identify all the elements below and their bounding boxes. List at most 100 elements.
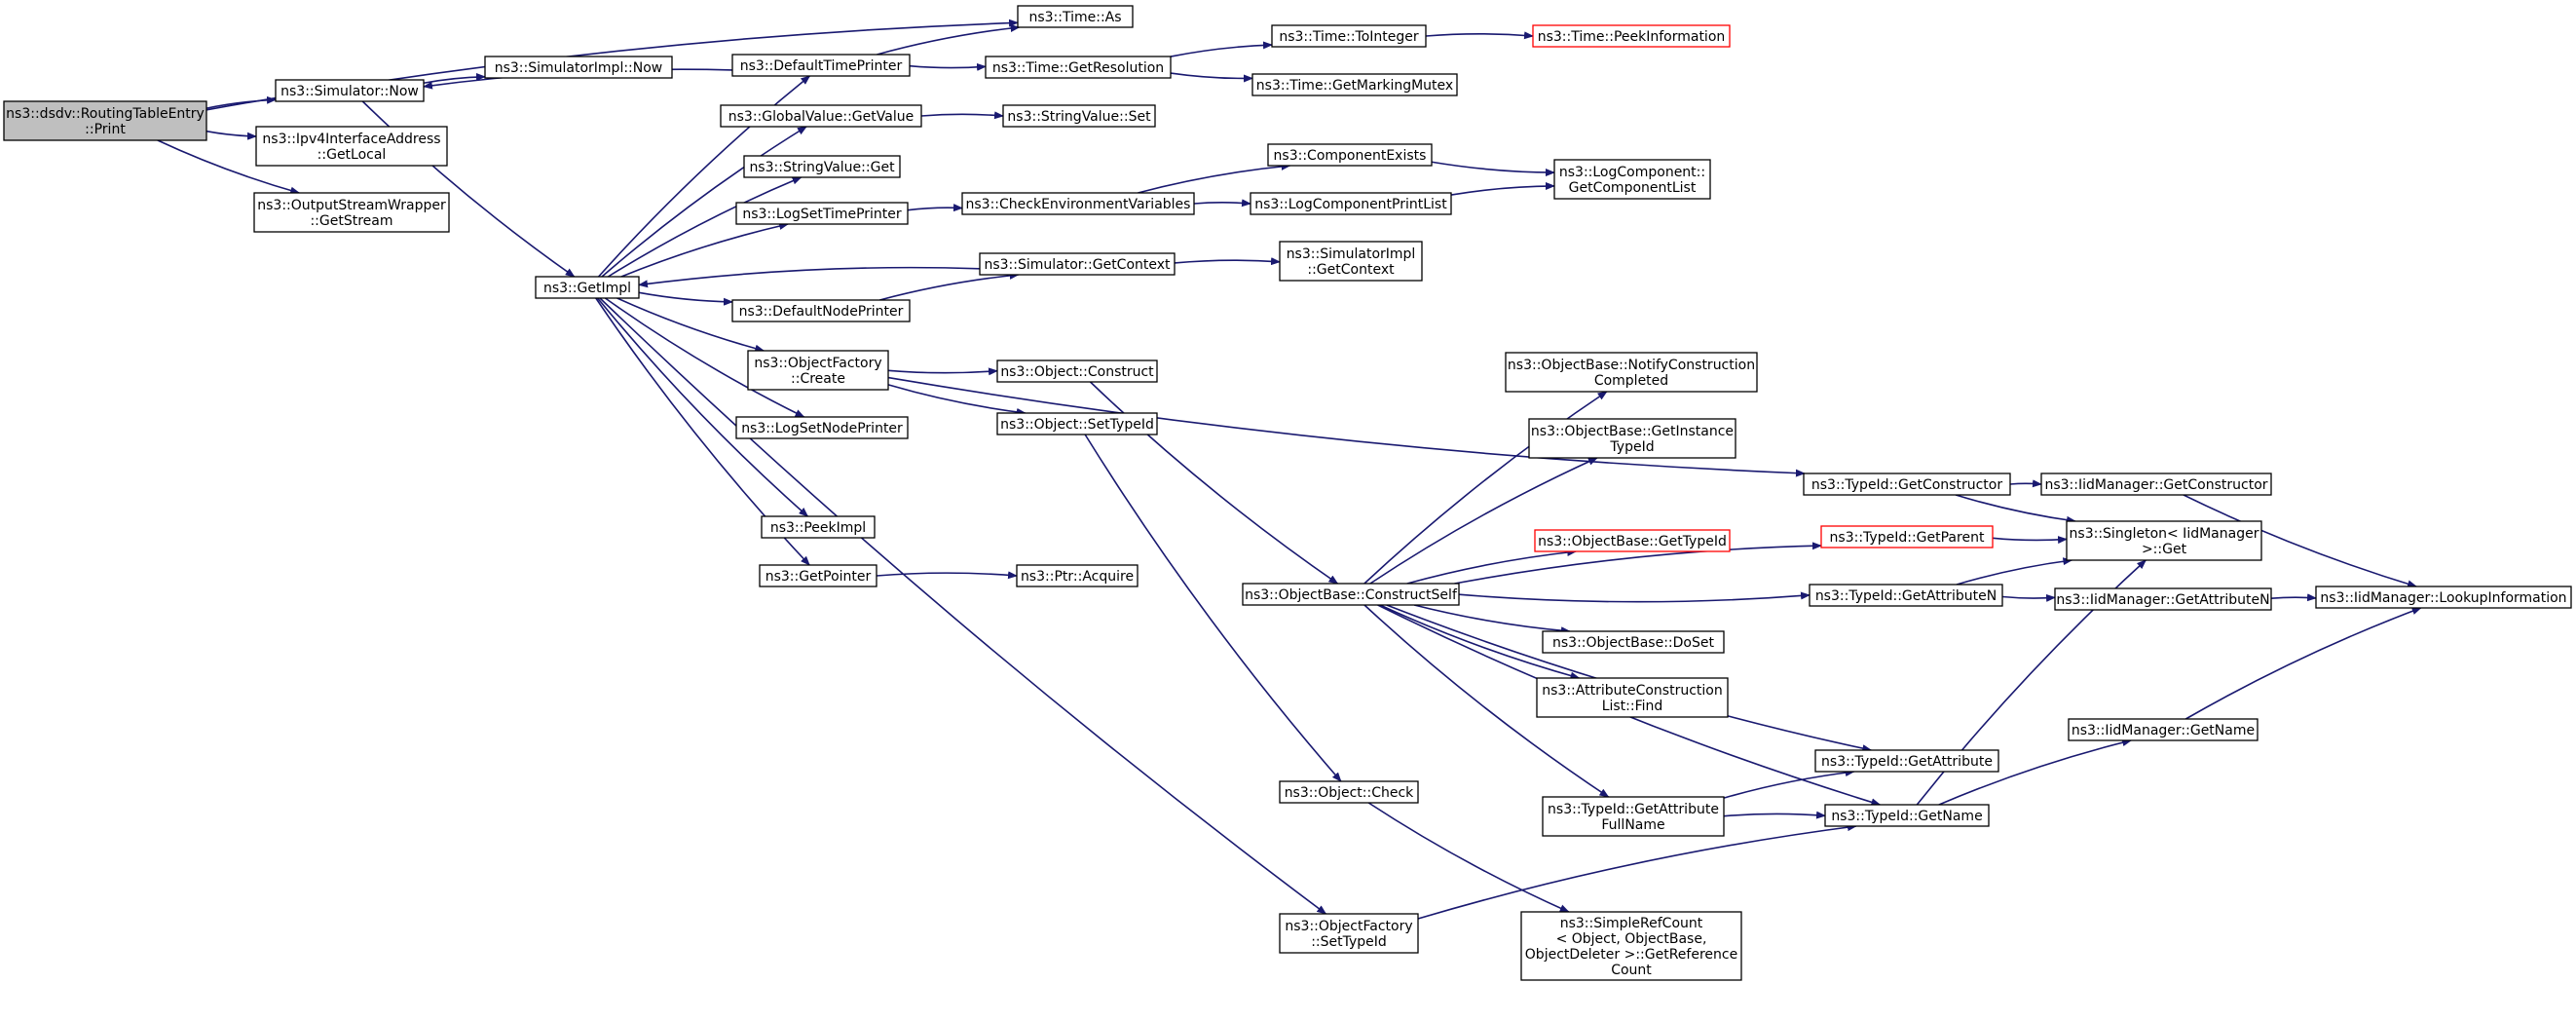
edge-componentexists-to-logcomponent-getcomponentlist <box>1431 161 1555 177</box>
node-simimpl-now[interactable]: ns3::SimulatorImpl::Now <box>484 56 673 79</box>
node-ipv4-getlocal[interactable]: ns3::Ipv4InterfaceAddress::GetLocal <box>255 126 448 167</box>
edge-time-tointeger-to-time-peekinformation <box>1425 31 1534 40</box>
node-time-peekinformation[interactable]: ns3::Time::PeekInformation <box>1532 24 1731 48</box>
node-simplerefcount-getreferencecount[interactable]: ns3::SimpleRefCount< Object, ObjectBase,… <box>1520 911 1742 981</box>
node-typeid-getparent[interactable]: ns3::TypeId::GetParent <box>1820 525 1994 548</box>
edge-time-getresolution-to-time-tointeger <box>1170 41 1273 57</box>
node-objectbase-doset[interactable]: ns3::ObjectBase::DoSet <box>1542 630 1725 654</box>
node-singleton-get[interactable]: ns3::Singleton< IidManager >::Get <box>2066 520 2262 561</box>
node-root[interactable]: ns3::dsdv::RoutingTableEntry::Print <box>3 100 207 141</box>
node-iidmanager-getattributen[interactable]: ns3::IidManager::GetAttributeN <box>2054 587 2272 611</box>
edge-getimpl-to-peekimpl <box>596 297 809 517</box>
node-box <box>2054 587 2272 611</box>
node-box <box>1536 677 1729 718</box>
node-box <box>731 299 911 322</box>
edge-typeid-getconstructor-to-singleton-get <box>1955 494 2076 524</box>
edge-getimpl-to-logsetnodeprinter <box>604 297 805 418</box>
node-componentexists[interactable]: ns3::ComponentExists <box>1267 143 1433 167</box>
node-getimpl[interactable]: ns3::GetImpl <box>535 276 640 299</box>
edge-object-construct-to-objectbase-constructself <box>1089 381 1339 585</box>
edges-layer <box>157 19 2422 920</box>
node-label-line: Count <box>1611 963 1652 978</box>
edge-root-to-sim-now <box>205 95 277 109</box>
node-time-getmarkingmutex[interactable]: ns3::Time::GetMarkingMutex <box>1251 73 1458 96</box>
node-label-line: FullName <box>1601 817 1664 833</box>
node-objectbase-constructself[interactable]: ns3::ObjectBase::ConstructSelf <box>1242 583 1460 606</box>
node-default-time-printer[interactable]: ns3::DefaultTimePrinter <box>731 54 911 77</box>
node-time-tointeger[interactable]: ns3::Time::ToInteger <box>1271 24 1427 48</box>
node-default-node-printer[interactable]: ns3::DefaultNodePrinter <box>731 299 911 322</box>
node-typeid-getattribute[interactable]: ns3::TypeId::GetAttribute <box>1814 749 1999 773</box>
node-box <box>996 359 1158 383</box>
node-box <box>535 276 640 299</box>
node-label-line: GetComponentList <box>1569 180 1697 196</box>
edge-iidmanager-getname-to-iidmanager-lookupinformation <box>2184 607 2422 720</box>
node-time-as[interactable]: ns3::Time::As <box>1017 5 1134 28</box>
node-iidmanager-getname[interactable]: ns3::IidManager::GetName <box>2068 718 2259 741</box>
node-label-line: ns3::Time::GetMarkingMutex <box>1256 78 1453 94</box>
node-logsetnodeprinter[interactable]: ns3::LogSetNodePrinter <box>735 416 909 439</box>
node-label-line: ns3::TypeId::GetConstructor <box>1811 477 2002 493</box>
node-ptr-acquire[interactable]: ns3::Ptr::Acquire <box>1016 564 1139 587</box>
edge-objectfactory-create-to-typeid-getconstructor <box>887 376 1806 477</box>
node-label-line: ns3::Object::Construct <box>1000 364 1154 380</box>
node-stringvalue-set[interactable]: ns3::StringValue::Set <box>1002 104 1156 128</box>
node-box <box>253 192 450 233</box>
node-sim-now[interactable]: ns3::Simulator::Now <box>275 79 425 102</box>
edge-object-settypeid-to-object-check <box>1084 434 1342 782</box>
node-objectfactory-create[interactable]: ns3::ObjectFactory::Create <box>747 350 889 391</box>
node-label-line: ::SetTypeId <box>1311 934 1387 950</box>
node-time-getresolution[interactable]: ns3::Time::GetResolution <box>985 56 1172 79</box>
node-label-line: ns3::Ptr::Acquire <box>1021 569 1134 585</box>
node-typeid-getconstructor[interactable]: ns3::TypeId::GetConstructor <box>1803 473 2011 496</box>
node-label-line: ns3::ComponentExists <box>1274 148 1427 164</box>
node-object-construct[interactable]: ns3::Object::Construct <box>996 359 1158 383</box>
node-label-line: ns3::Time::ToInteger <box>1279 29 1419 45</box>
node-peekimpl[interactable]: ns3::PeekImpl <box>761 515 876 539</box>
node-typeid-getattributen[interactable]: ns3::TypeId::GetAttributeN <box>1809 584 2003 607</box>
node-stringvalue-get[interactable]: ns3::StringValue::Get <box>743 155 901 178</box>
node-logsettimeprinter[interactable]: ns3::LogSetTimePrinter <box>735 202 909 225</box>
node-label-line: ns3::CheckEnvironmentVariables <box>966 197 1191 212</box>
node-label-line: ns3::ObjectBase::ConstructSelf <box>1245 587 1458 603</box>
node-objectfactory-settypeid[interactable]: ns3::ObjectFactory::SetTypeId <box>1279 913 1419 954</box>
node-iidmanager-lookupinformation[interactable]: ns3::IidManager::LookupInformation <box>2315 586 2572 609</box>
node-globalvalue-getvalue[interactable]: ns3::GlobalValue::GetValue <box>720 104 922 128</box>
node-box <box>735 416 909 439</box>
node-getpointer[interactable]: ns3::GetPointer <box>759 564 877 587</box>
edge-check-env-vars-to-logcomponentprintlist <box>1193 199 1251 208</box>
node-sim-getcontext[interactable]: ns3::Simulator::GetContext <box>979 252 1176 276</box>
node-box <box>1820 525 1994 548</box>
edge-getimpl-to-logsettimeprinter <box>620 222 790 278</box>
edge-default-node-printer-to-sim-getcontext <box>879 271 1020 301</box>
node-objectbase-notifyconstruction[interactable]: ns3::ObjectBase::NotifyConstructionCompl… <box>1505 352 1758 393</box>
edge-getpointer-to-ptr-acquire <box>876 571 1018 580</box>
node-box <box>255 126 448 167</box>
node-logcomponentprintlist[interactable]: ns3::LogComponentPrintList <box>1250 192 1452 215</box>
node-logcomponent-getcomponentlist[interactable]: ns3::LogComponent::GetComponentList <box>1553 159 1711 200</box>
node-objectbase-gettypeid[interactable]: ns3::ObjectBase::GetTypeId <box>1534 529 1731 552</box>
node-osw-getstream[interactable]: ns3::OutputStreamWrapper::GetStream <box>253 192 450 233</box>
node-box <box>961 192 1195 215</box>
node-box <box>1242 583 1460 606</box>
node-iidmanager-getconstructor[interactable]: ns3::IidManager::GetConstructor <box>2040 473 2272 496</box>
node-object-check[interactable]: ns3::Object::Check <box>1279 780 1419 804</box>
node-label-line: ns3::IidManager::GetConstructor <box>2044 477 2267 493</box>
node-label-line: ns3::LogComponent:: <box>1559 165 1705 180</box>
node-label-line: ns3::ObjectBase::GetInstance <box>1531 424 1734 439</box>
node-box <box>735 202 909 225</box>
node-box <box>1532 24 1731 48</box>
node-label-line: ns3::LogSetNodePrinter <box>741 421 903 436</box>
node-label-line: Completed <box>1594 373 1668 389</box>
node-object-settypeid[interactable]: ns3::Object::SetTypeId <box>996 412 1158 435</box>
edge-typeid-getattributefullname-to-typeid-getattribute <box>1723 769 1855 799</box>
node-box <box>731 54 911 77</box>
node-simimpl-getcontext[interactable]: ns3::SimulatorImpl::GetContext <box>1279 241 1423 282</box>
node-check-env-vars[interactable]: ns3::CheckEnvironmentVariables <box>961 192 1195 215</box>
node-typeid-getname[interactable]: ns3::TypeId::GetName <box>1824 804 1990 827</box>
node-box <box>1809 584 2003 607</box>
